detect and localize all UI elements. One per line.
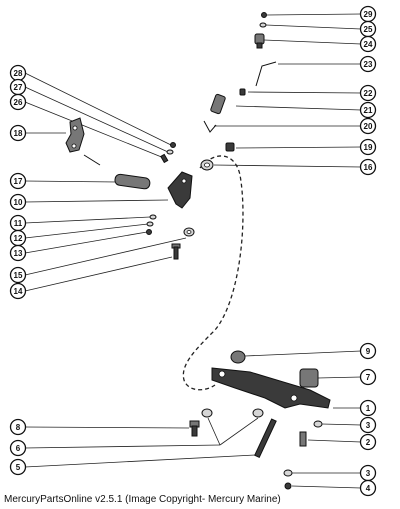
part-18-bracket <box>65 117 101 166</box>
svg-text:10: 10 <box>14 198 23 207</box>
callout-11[interactable]: 11 <box>9 214 27 232</box>
svg-text:18: 18 <box>14 129 23 138</box>
callout-13[interactable]: 13 <box>9 244 27 262</box>
svg-text:8: 8 <box>16 423 21 432</box>
part-17-sleeve <box>114 173 151 190</box>
svg-text:27: 27 <box>14 83 23 92</box>
svg-text:20: 20 <box>364 122 373 131</box>
callout-6[interactable]: 6 <box>9 439 27 457</box>
callout-12[interactable]: 12 <box>9 229 27 247</box>
svg-text:22: 22 <box>364 89 373 98</box>
part-3-washer-upper <box>313 420 323 428</box>
part-12-washer <box>146 221 154 227</box>
callout-3-upper[interactable]: 3 <box>359 416 377 434</box>
callout-19[interactable]: 19 <box>359 138 377 156</box>
svg-text:12: 12 <box>14 234 23 243</box>
svg-text:2: 2 <box>366 438 371 447</box>
part-10-lever <box>167 171 193 209</box>
part-16-bushing <box>200 159 214 171</box>
part-28-e-ring <box>170 142 176 148</box>
part-5-bolt <box>254 418 277 459</box>
callout-4[interactable]: 4 <box>359 479 377 497</box>
callout-3-lower[interactable]: 3 <box>359 464 377 482</box>
part-26-spring <box>160 153 169 164</box>
part-7-sleeve <box>299 368 319 388</box>
leader-lines <box>24 13 362 489</box>
part-3-washer-lower <box>283 469 293 477</box>
part-27-washer <box>166 149 174 155</box>
part-13-nut <box>146 229 152 235</box>
control-cable <box>182 155 244 391</box>
part-6-washers <box>201 408 264 418</box>
callout-23[interactable]: 23 <box>359 55 377 73</box>
callout-1[interactable]: 1 <box>359 399 377 417</box>
callout-20[interactable]: 20 <box>359 117 377 135</box>
callout-22[interactable]: 22 <box>359 84 377 102</box>
svg-text:15: 15 <box>14 271 23 280</box>
callout-28[interactable]: 28 <box>9 64 27 82</box>
part-1-throttle-arm <box>211 367 331 409</box>
callout-24[interactable]: 24 <box>359 35 377 53</box>
part-25-washer <box>259 22 267 28</box>
callout-26[interactable]: 26 <box>9 93 27 111</box>
svg-text:16: 16 <box>364 163 373 172</box>
svg-text:1: 1 <box>366 404 371 413</box>
svg-text:17: 17 <box>14 177 23 186</box>
svg-text:28: 28 <box>14 69 23 78</box>
svg-text:13: 13 <box>14 249 23 258</box>
callout-5[interactable]: 5 <box>9 458 27 476</box>
callout-27[interactable]: 27 <box>9 78 27 96</box>
part-22-pin <box>239 88 246 96</box>
part-19-nut <box>225 142 235 152</box>
part-9-bushing <box>230 350 246 364</box>
callout-17[interactable]: 17 <box>9 172 27 190</box>
part-24-fitting <box>254 33 265 49</box>
svg-text:23: 23 <box>364 60 373 69</box>
callout-7[interactable]: 7 <box>359 368 377 386</box>
svg-text:19: 19 <box>364 143 373 152</box>
svg-text:3: 3 <box>366 469 371 478</box>
part-15-washer <box>183 227 195 237</box>
svg-text:14: 14 <box>14 287 23 296</box>
part-23-cable-end-rod <box>255 61 277 87</box>
callouts: 29 25 24 23 22 21 20 19 16 28 27 26 18 1… <box>9 5 377 497</box>
part-14-bolt <box>171 243 181 260</box>
part-8-bolt <box>189 420 200 437</box>
callout-8[interactable]: 8 <box>9 418 27 436</box>
callout-16[interactable]: 16 <box>359 158 377 176</box>
part-29-nut <box>261 12 267 18</box>
part-20-clip <box>203 120 217 133</box>
callout-9[interactable]: 9 <box>359 342 377 360</box>
callout-21[interactable]: 21 <box>359 101 377 119</box>
svg-text:4: 4 <box>366 484 371 493</box>
svg-text:7: 7 <box>366 373 371 382</box>
svg-text:25: 25 <box>364 25 373 34</box>
callout-14[interactable]: 14 <box>9 282 27 300</box>
callout-25[interactable]: 25 <box>359 20 377 38</box>
callout-18[interactable]: 18 <box>9 124 27 142</box>
callout-2[interactable]: 2 <box>359 433 377 451</box>
svg-text:6: 6 <box>16 444 21 453</box>
svg-text:24: 24 <box>364 40 373 49</box>
svg-text:29: 29 <box>364 10 373 19</box>
svg-text:26: 26 <box>14 98 23 107</box>
svg-text:9: 9 <box>366 347 371 356</box>
svg-text:3: 3 <box>366 421 371 430</box>
part-11-washer <box>149 214 157 220</box>
copyright-caption: MercuryPartsOnline v2.5.1 (Image Copyrig… <box>4 494 281 505</box>
part-2-stud <box>299 431 307 447</box>
svg-text:21: 21 <box>364 106 373 115</box>
part-4-nut <box>284 482 292 490</box>
part-21-spacer <box>210 93 226 115</box>
callout-15[interactable]: 15 <box>9 266 27 284</box>
svg-text:5: 5 <box>16 463 21 472</box>
callout-29[interactable]: 29 <box>359 5 377 23</box>
svg-text:11: 11 <box>14 219 23 228</box>
callout-10[interactable]: 10 <box>9 193 27 211</box>
